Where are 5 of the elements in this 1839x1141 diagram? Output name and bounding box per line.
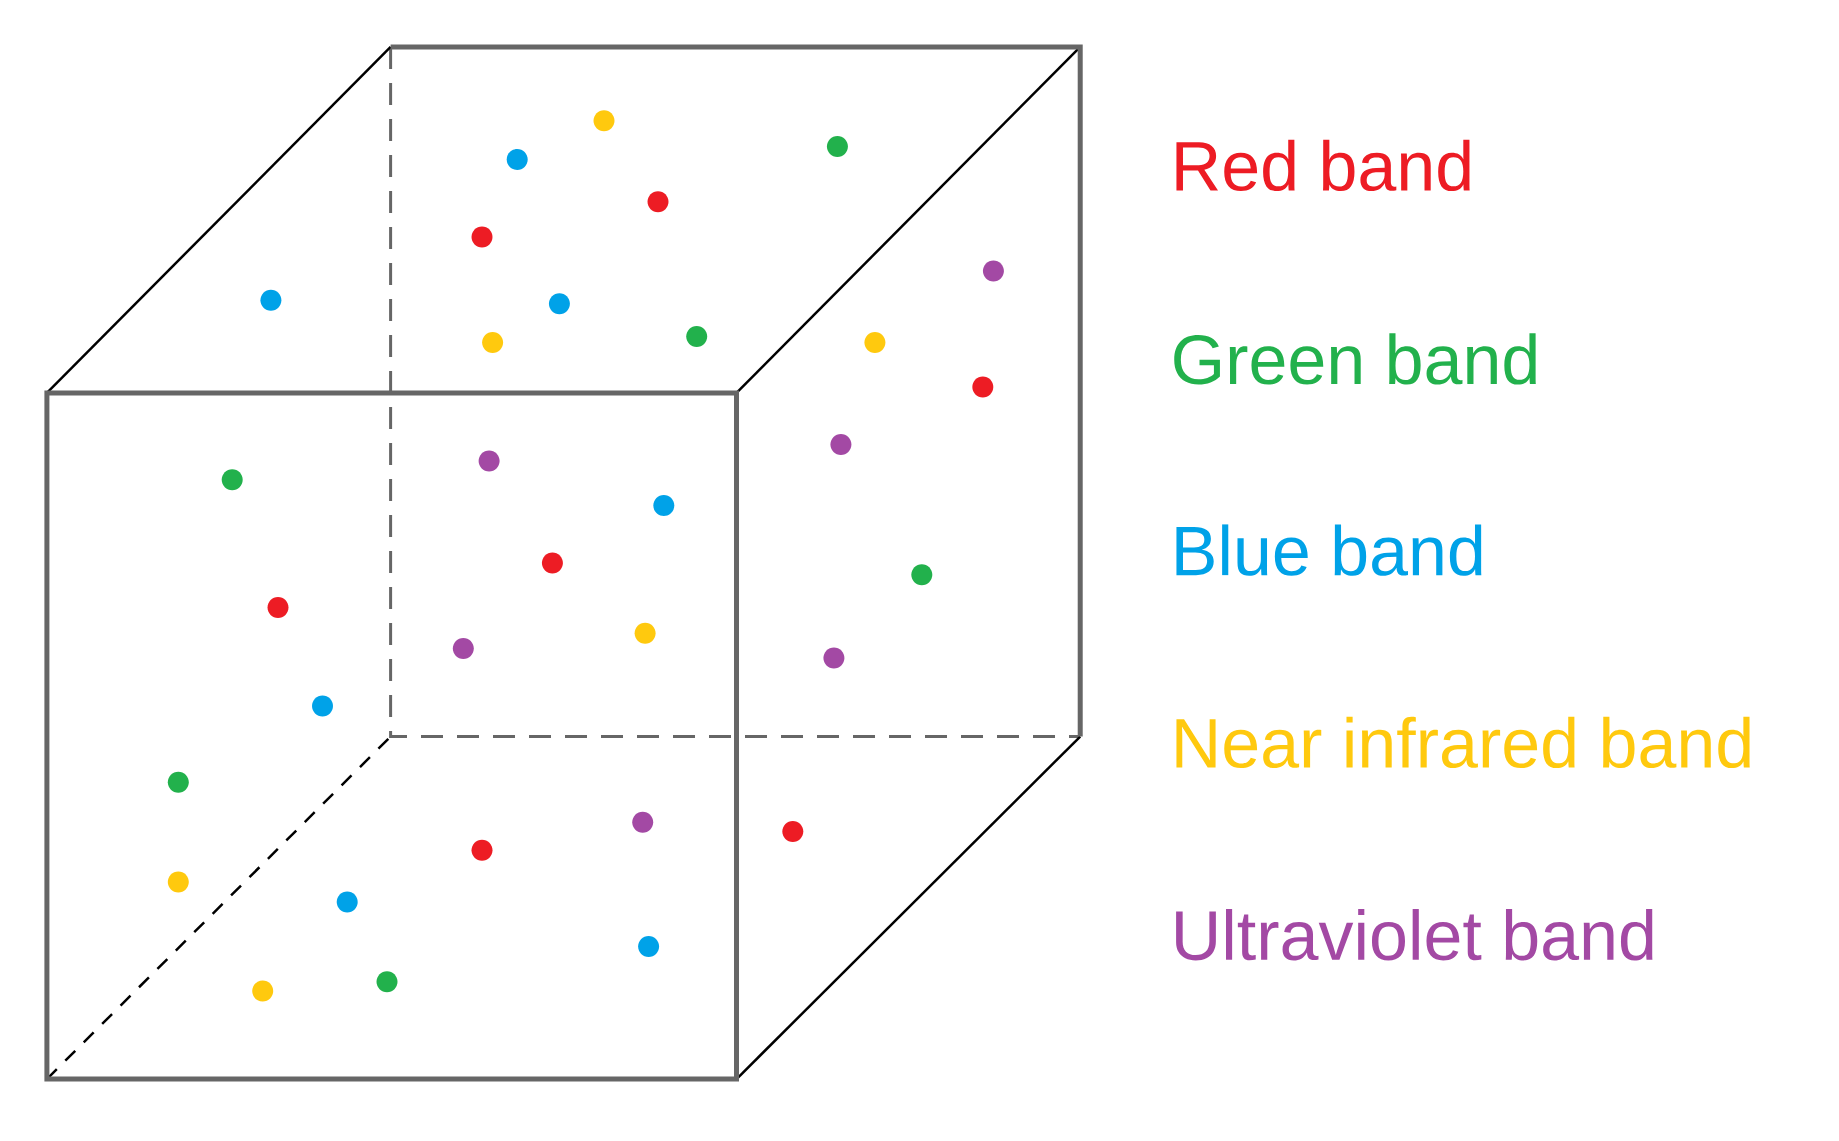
legend-label: Red band	[1176, 139, 1470, 192]
legend-label: Blue band	[1176, 524, 1482, 576]
legend-label: Near infrared band	[1176, 716, 1750, 769]
legend-label: Ultraviolet band	[1176, 909, 1653, 961]
legend-label: Green band	[1174, 333, 1536, 385]
